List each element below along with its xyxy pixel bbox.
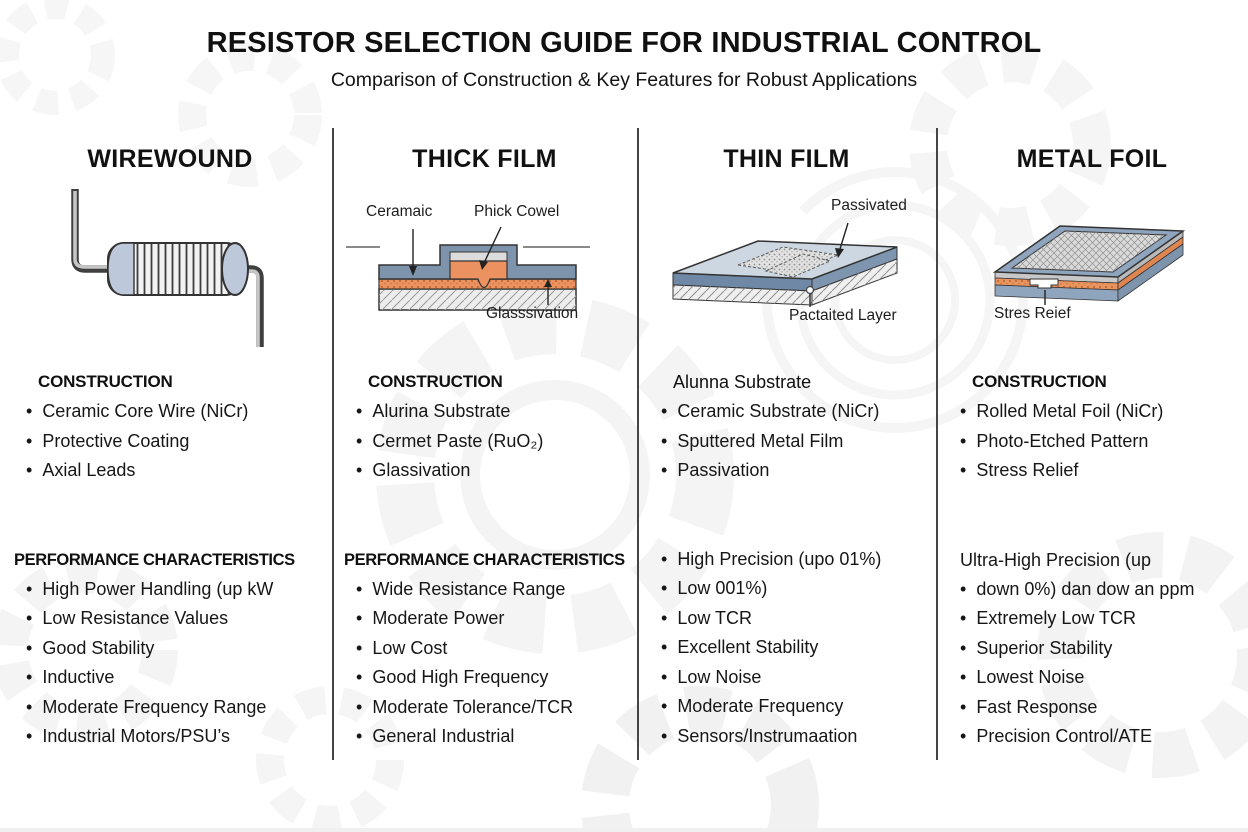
thick-film-illustration: Ceramaic Phick Cowel Glasssivation: [338, 183, 631, 353]
performance-item: Extremely Low TCR: [960, 604, 1242, 634]
construction-item: Cermet Paste (RuO₂): [356, 427, 631, 457]
performance-item: Industrial Motors/PSU’s: [26, 722, 332, 752]
column-divider-2: [637, 128, 639, 760]
performance-section: PERFORMANCE CHARACTERISTICS High Power H…: [8, 545, 332, 752]
performance-item: Moderate Power: [356, 604, 631, 634]
performance-lead-in: Ultra-High Precision (up: [960, 549, 1152, 570]
performance-item: down 0%) dan dow an ppm: [960, 575, 1242, 605]
performance-item: Superior Stability: [960, 634, 1242, 664]
construction-item: Stress Relief: [960, 456, 1242, 486]
construction-list: Alurina Substrate Cermet Paste (RuO₂) Gl…: [338, 397, 631, 486]
construction-list: Ceramic Core Wire (NiCr) Protective Coat…: [8, 397, 332, 486]
performance-heading: PERFORMANCE CHARACTERISTICS: [14, 550, 295, 569]
construction-list: Ceramic Substrate (NiCr) Sputtered Metal…: [643, 397, 930, 486]
construction-heading: CONSTRUCTION: [368, 372, 503, 391]
diagram-label-passivated-layer: Pactaited Layer: [789, 307, 897, 324]
diagram-label-ceramic: Ceramaic: [366, 203, 433, 220]
column-title: WIREWOUND: [87, 145, 253, 173]
construction-item: Ceramic Core Wire (NiCr): [26, 397, 332, 427]
column-thin-film: THIN FILM: [643, 128, 930, 751]
column-divider-1: [332, 128, 334, 760]
thick-film-cross-section-diagram: [346, 226, 590, 311]
performance-item: High Precision (upo 01%): [661, 545, 930, 575]
column-title: THICK FILM: [412, 145, 557, 173]
column-divider-3: [936, 128, 938, 760]
construction-item: Protective Coating: [26, 427, 332, 457]
column-title: THIN FILM: [723, 145, 850, 173]
metal-foil-illustration: Stres Reief: [942, 183, 1242, 353]
metal-foil-chip-diagram: [992, 225, 1186, 305]
performance-section: High Precision (upo 01%) Low 001%) Low T…: [643, 545, 930, 752]
performance-list: High Precision (upo 01%) Low 001%) Low T…: [643, 545, 930, 752]
construction-heading: Alunna Substrate: [673, 372, 812, 392]
performance-item: Low 001%): [661, 574, 930, 604]
performance-item: Low Noise: [661, 663, 930, 693]
thin-film-chip-diagram: [672, 222, 898, 307]
construction-item: Passivation: [661, 456, 930, 486]
performance-item: Good High Frequency: [356, 663, 631, 693]
performance-item: Sensors/Instrumaation: [661, 722, 930, 752]
performance-section: PERFORMANCE CHARACTERISTICS Wide Resista…: [338, 545, 631, 752]
column-wirewound: WIREWOUND: [8, 128, 332, 752]
performance-item: Fast Response: [960, 693, 1242, 723]
construction-item: Ceramic Substrate (NiCr): [661, 397, 930, 427]
construction-heading: CONSTRUCTION: [38, 372, 173, 391]
performance-item: Moderate Frequency Range: [26, 693, 332, 723]
performance-item: Excellent Stability: [661, 633, 930, 663]
construction-item: Alurina Substrate: [356, 397, 631, 427]
thin-film-illustration: Passivated Pactaited Layer: [643, 183, 930, 353]
construction-section: Alunna Substrate Ceramic Substrate (NiCr…: [643, 367, 930, 486]
construction-section: CONSTRUCTION Rolled Metal Foil (NiCr) Ph…: [942, 367, 1242, 486]
performance-item: Lowest Noise: [960, 663, 1242, 693]
performance-list: down 0%) dan dow an ppm Extremely Low TC…: [942, 575, 1242, 752]
wirewound-resistor-diagram: [71, 189, 264, 347]
performance-list: High Power Handling (up kW Low Resistanc…: [8, 575, 332, 752]
performance-item: Low Resistance Values: [26, 604, 332, 634]
construction-item: Photo-Etched Pattern: [960, 427, 1242, 457]
performance-item: Low TCR: [661, 604, 930, 634]
performance-item: Wide Resistance Range: [356, 575, 631, 605]
performance-item: Precision Control/ATE: [960, 722, 1242, 752]
construction-section: CONSTRUCTION Alurina Substrate Cermet Pa…: [338, 367, 631, 486]
column-thick-film: THICK FILM: [338, 128, 631, 752]
construction-heading: CONSTRUCTION: [972, 372, 1107, 391]
diagram-label-passivated: Passivated: [831, 197, 907, 214]
performance-section: Ultra-High Precision (up down 0%) dan do…: [942, 545, 1242, 752]
performance-item: Good Stability: [26, 634, 332, 664]
diagram-label-stress-relief: Stres Reief: [994, 305, 1071, 322]
page-subtitle: Comparison of Construction & Key Feature…: [330, 69, 918, 91]
construction-item: Glassivation: [356, 456, 631, 486]
performance-list: Wide Resistance Range Moderate Power Low…: [338, 575, 631, 752]
performance-item: Inductive: [26, 663, 332, 693]
performance-item: Moderate Frequency: [661, 692, 930, 722]
construction-item: Sputtered Metal Film: [661, 427, 930, 457]
construction-item: Rolled Metal Foil (NiCr): [960, 397, 1242, 427]
diagram-label-glassivation: Glasssivation: [486, 305, 579, 322]
performance-item: Low Cost: [356, 634, 631, 664]
construction-list: Rolled Metal Foil (NiCr) Photo-Etched Pa…: [942, 397, 1242, 486]
construction-section: CONSTRUCTION Ceramic Core Wire (NiCr) Pr…: [8, 367, 332, 486]
wirewound-illustration: [8, 183, 332, 353]
column-metal-foil: METAL FOIL: [942, 128, 1242, 752]
performance-item: Moderate Tolerance/TCR: [356, 693, 631, 723]
performance-item: High Power Handling (up kW: [26, 575, 332, 605]
performance-heading: PERFORMANCE CHARACTERISTICS: [344, 550, 625, 569]
bottom-edge-strip: [0, 828, 1248, 832]
diagram-label-thick-film: Phick Cowel: [474, 203, 560, 220]
construction-item: Axial Leads: [26, 456, 332, 486]
page-title: RESISTOR SELECTION GUIDE FOR INDUSTRIAL …: [206, 27, 1042, 59]
performance-item: General Industrial: [356, 722, 631, 752]
column-title: METAL FOIL: [1016, 145, 1168, 173]
